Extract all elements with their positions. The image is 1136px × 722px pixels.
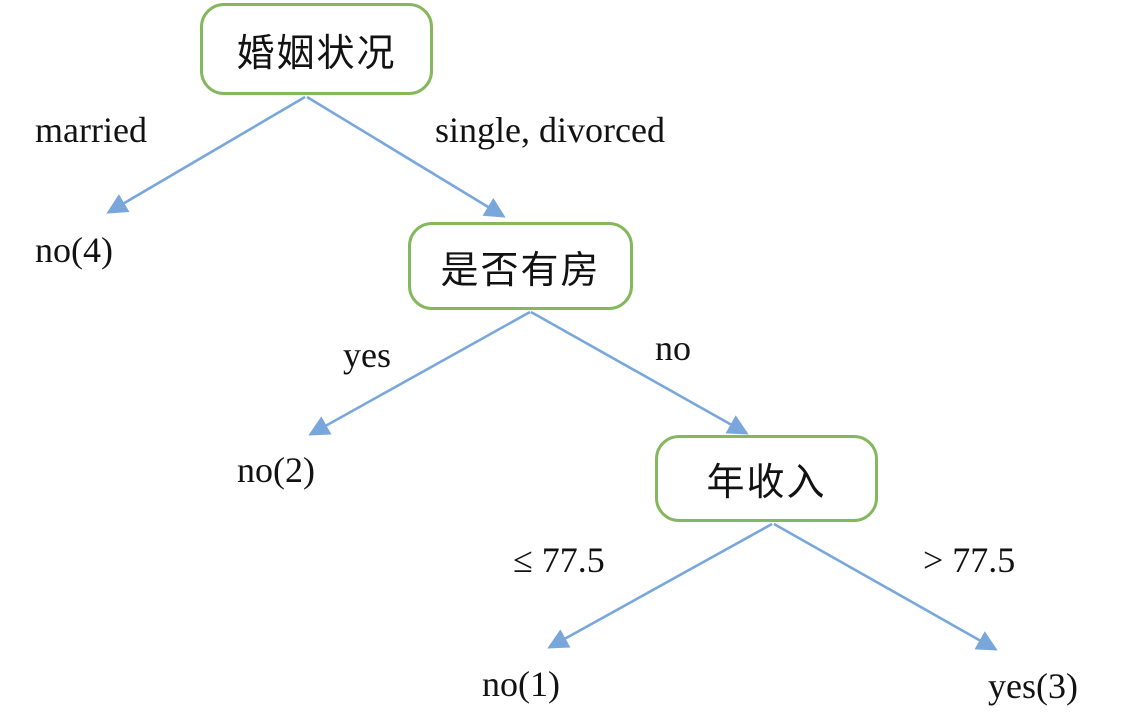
edge-income-to-yes3 — [773, 522, 998, 651]
edge-label-no: no — [655, 328, 691, 368]
edge-label-single-divorced: single, divorced — [435, 110, 665, 150]
edge-house-to-no2 — [308, 310, 531, 436]
edge-label-yes: yes — [343, 335, 391, 375]
node-annual-income: 年收入 — [655, 435, 878, 522]
edge-label-le-77-5: ≤ 77.5 — [513, 540, 605, 580]
leaf-yes-3: yes(3) — [988, 666, 1078, 706]
edge-label-married: married — [35, 110, 147, 150]
edge-label-gt-77-5: > 77.5 — [923, 540, 1016, 580]
leaf-no-1: no(1) — [482, 664, 560, 704]
leaf-no-4: no(4) — [35, 230, 113, 270]
edge-house-to-income — [530, 310, 749, 435]
node-owns-house: 是否有房 — [408, 222, 633, 310]
node-marital-status: 婚姻状况 — [200, 3, 433, 95]
leaf-no-2: no(2) — [237, 450, 315, 490]
edge-root-to-no4 — [106, 95, 306, 214]
edge-income-to-no1 — [547, 522, 773, 649]
edge-root-to-house — [306, 95, 506, 218]
